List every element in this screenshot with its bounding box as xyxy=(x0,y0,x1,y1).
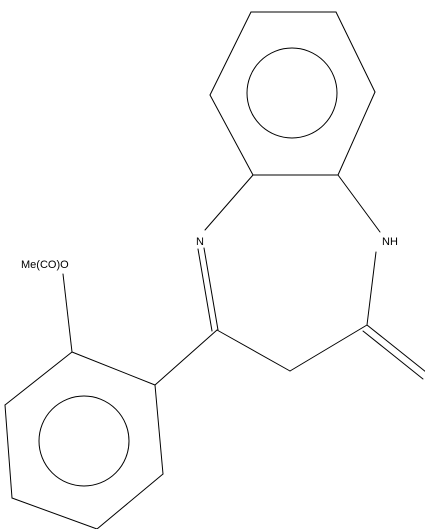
bond-top-ring-5 xyxy=(209,94,254,176)
bond-exocyclic-double-b xyxy=(362,330,424,380)
bond-exocyclic-double-a xyxy=(366,324,425,372)
bond-top-ring-2 xyxy=(335,11,376,93)
bond-bottom-ring-1 xyxy=(71,351,156,386)
atom-label-acetoxy: Me(CO)O xyxy=(21,259,69,271)
diazepine-ring xyxy=(197,174,425,380)
bond-imine-double-a xyxy=(197,248,213,332)
bond-carbon-ch2 xyxy=(289,324,368,372)
bond-imine-double-b xyxy=(203,247,219,331)
bond-bottom-ring-6 xyxy=(4,351,73,406)
bottom-benzene-ring xyxy=(4,351,164,529)
bottom-aromatic-circle xyxy=(38,395,130,487)
bond-bottom-ring-5 xyxy=(4,404,13,499)
bond-ring-to-phenyl xyxy=(154,329,218,386)
atom-label-nh: NH xyxy=(382,236,398,248)
bond-top-ring-6 xyxy=(209,11,252,96)
bond-nh-carbon xyxy=(366,251,377,326)
bond-ch2-carbon xyxy=(216,329,291,372)
bond-c-nh xyxy=(337,174,381,233)
bond-bottom-ring-4 xyxy=(11,497,98,529)
bond-phenyl-to-oxygen xyxy=(62,273,73,353)
bond-c-n-imine xyxy=(204,174,254,231)
top-benzene-ring xyxy=(209,11,376,176)
bond-top-ring-3 xyxy=(337,91,376,176)
bond-bottom-ring-3 xyxy=(96,473,164,529)
bond-bottom-ring-2 xyxy=(154,384,164,475)
atom-label-n-imine: N xyxy=(196,236,204,248)
top-aromatic-circle xyxy=(246,47,338,139)
